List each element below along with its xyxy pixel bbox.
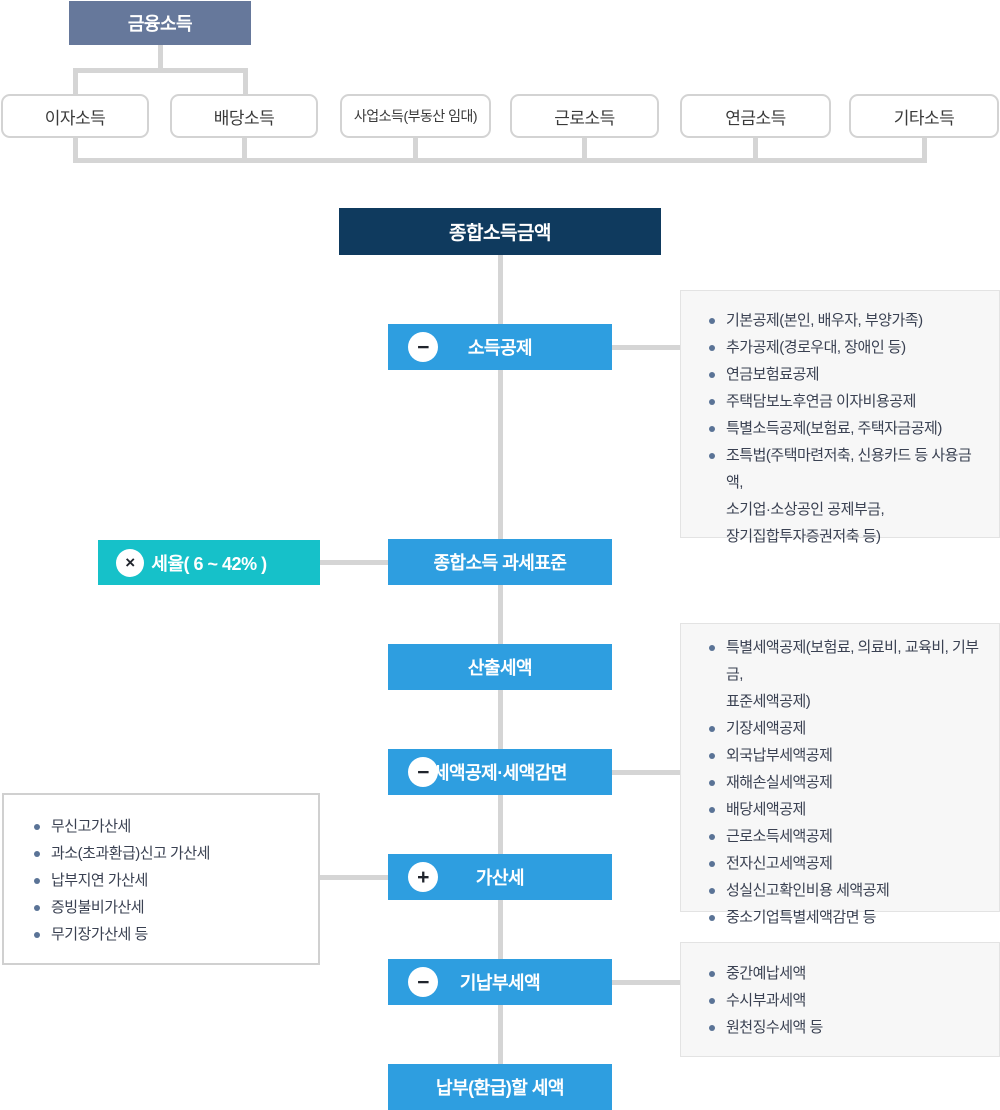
list-item: 수시부과세액 xyxy=(709,987,987,1014)
connector-line xyxy=(158,44,163,71)
list-item: 성실신고확인비용 세액공제 xyxy=(709,877,987,904)
connector-line xyxy=(498,255,503,324)
connector-line xyxy=(73,68,248,73)
income-type-interest: 이자소득 xyxy=(1,94,149,138)
step-final-tax-box: 납부(환급)할 세액 xyxy=(388,1064,612,1110)
connector-line xyxy=(612,770,680,775)
tax-rate-box: × 세율( 6 ~ 42% ) xyxy=(98,540,320,585)
connector-line xyxy=(612,345,680,350)
step-tax-base-box: 종합소득 과세표준 xyxy=(388,539,612,585)
list-item: 전자신고세액공제 xyxy=(709,850,987,877)
step-label: 산출세액 xyxy=(467,658,533,678)
list-item: 원천징수세액 등 xyxy=(709,1014,987,1041)
list-item: 연금보험료공제 xyxy=(709,361,987,388)
connector-line xyxy=(922,138,927,160)
financial-income-label: 금융소득 xyxy=(127,14,193,34)
multiply-icon: × xyxy=(116,548,144,577)
list-item: 기본공제(본인, 배우자, 부양가족) xyxy=(709,307,987,334)
connector-line xyxy=(753,138,758,160)
connector-line xyxy=(498,795,503,854)
list-item: 특별세액공제(보험료, 의료비, 교육비, 기부금, 표준세액공제) xyxy=(709,634,987,715)
income-type-dividend: 배당소득 xyxy=(170,94,318,138)
list-item: 추가공제(경로우대, 장애인 등) xyxy=(709,334,987,361)
connector-line xyxy=(320,560,388,565)
connector-line xyxy=(242,138,247,160)
list-item: 재해손실세액공제 xyxy=(709,769,987,796)
step-total-income-box: 종합소득금액 xyxy=(339,208,661,255)
connector-line xyxy=(498,900,503,959)
list-item: 근로소득세액공제 xyxy=(709,823,987,850)
tax-credit-detail-panel: 특별세액공제(보험료, 의료비, 교육비, 기부금, 표준세액공제) 기장세액공… xyxy=(680,623,1000,926)
list-item: 무기장가산세 등 xyxy=(34,921,306,948)
list-item: 증빙불비가산세 xyxy=(34,894,306,921)
step-label: 세액공제·세액감면 xyxy=(433,763,567,783)
list-item: 무신고가산세 xyxy=(34,813,306,840)
income-type-label: 기타소득 xyxy=(893,108,955,128)
connector-line xyxy=(498,690,503,749)
connector-line xyxy=(243,68,248,95)
minus-icon: − xyxy=(408,757,438,787)
connector-line xyxy=(320,875,388,880)
income-type-label: 이자소득 xyxy=(44,108,106,128)
minus-icon: − xyxy=(408,967,438,997)
step-calculated-tax-box: 산출세액 xyxy=(388,644,612,690)
income-deduction-detail-panel: 기본공제(본인, 배우자, 부양가족) 추가공제(경로우대, 장애인 등) 연금… xyxy=(680,290,1000,545)
list-item: 납부지연 가산세 xyxy=(34,867,306,894)
tax-rate-label: 세율( 6 ~ 42% ) xyxy=(151,553,267,574)
detail-list: 무신고가산세 과소(초과환급)신고 가산세 납부지연 가산세 증빙불비가산세 무… xyxy=(34,813,306,948)
financial-income-box: 금융소득 xyxy=(69,1,251,45)
connector-line xyxy=(73,138,78,160)
step-label: 소득공제 xyxy=(467,338,533,358)
income-type-label: 연금소득 xyxy=(725,108,786,128)
connector-line xyxy=(612,980,680,985)
connector-line xyxy=(582,138,587,160)
income-type-label: 배당소득 xyxy=(213,108,275,128)
connector-line xyxy=(73,68,78,95)
income-type-label: 근로소득 xyxy=(554,108,615,128)
income-type-business: 사업소득(부동산 임대) xyxy=(340,94,491,138)
list-item: 과소(초과환급)신고 가산세 xyxy=(34,840,306,867)
connector-line xyxy=(413,138,418,160)
list-item: 주택담보노후연금 이자비용공제 xyxy=(709,388,987,415)
list-item: 배당세액공제 xyxy=(709,796,987,823)
step-prepaid-tax-box: − 기납부세액 xyxy=(388,959,612,1005)
detail-list: 기본공제(본인, 배우자, 부양가족) 추가공제(경로우대, 장애인 등) 연금… xyxy=(709,307,987,550)
income-type-pension: 연금소득 xyxy=(680,94,831,138)
list-item: 외국납부세액공제 xyxy=(709,742,987,769)
list-item: 조특법(주택마련저축, 신용카드 등 사용금액, 소기업·소상공인 공제부금, … xyxy=(709,442,987,550)
minus-icon: − xyxy=(408,332,438,362)
step-label: 납부(환급)할 세액 xyxy=(436,1078,564,1098)
connector-line xyxy=(498,1005,503,1064)
list-item: 특별소득공제(보험료, 주택자금공제) xyxy=(709,415,987,442)
step-label: 가산세 xyxy=(475,868,525,888)
connector-line xyxy=(498,370,503,539)
plus-icon: + xyxy=(408,862,438,892)
detail-list: 특별세액공제(보험료, 의료비, 교육비, 기부금, 표준세액공제) 기장세액공… xyxy=(709,634,987,931)
income-type-other: 기타소득 xyxy=(849,94,999,138)
list-item: 기장세액공제 xyxy=(709,715,987,742)
step-penalty-tax-box: + 가산세 xyxy=(388,854,612,900)
income-type-earned: 근로소득 xyxy=(510,94,659,138)
step-label: 기납부세액 xyxy=(459,973,541,993)
step-label: 종합소득 과세표준 xyxy=(433,553,567,573)
step-label: 종합소득금액 xyxy=(449,223,551,244)
connector-line xyxy=(73,158,927,163)
list-item: 중소기업특별세액감면 등 xyxy=(709,904,987,931)
prepaid-tax-detail-panel: 중간예납세액 수시부과세액 원천징수세액 등 xyxy=(680,942,1000,1057)
income-type-label: 사업소득(부동산 임대) xyxy=(353,108,478,124)
list-item: 중간예납세액 xyxy=(709,960,987,987)
detail-list: 중간예납세액 수시부과세액 원천징수세액 등 xyxy=(709,960,987,1041)
penalty-tax-detail-panel: 무신고가산세 과소(초과환급)신고 가산세 납부지연 가산세 증빙불비가산세 무… xyxy=(2,793,320,965)
step-tax-credit-box: − 세액공제·세액감면 xyxy=(388,749,612,795)
step-income-deduction-box: − 소득공제 xyxy=(388,324,612,370)
connector-line xyxy=(498,585,503,644)
